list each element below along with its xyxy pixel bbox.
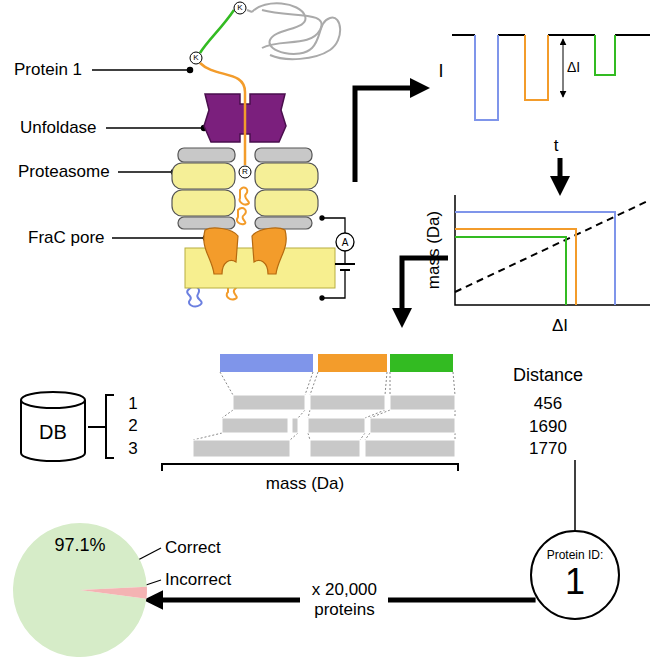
current-trace — [452, 35, 650, 120]
node-text: Protein ID: — [547, 549, 604, 562]
label: 3 — [128, 440, 137, 459]
label: ΔI — [567, 60, 580, 75]
database-cylinder: DB — [20, 392, 86, 462]
calibration-plot — [455, 195, 650, 305]
residue-markers — [190, 2, 251, 178]
orange-segment — [200, 63, 245, 165]
label: K — [193, 54, 198, 63]
cylinder-rim — [21, 400, 85, 408]
node-text: 97.1% — [54, 536, 105, 556]
label: Distance — [513, 366, 583, 386]
mass-bars — [162, 354, 458, 471]
pie-incorrect — [80, 587, 147, 599]
folded-chain — [247, 10, 252, 12]
label: 1770 — [529, 440, 567, 459]
label: 456 — [534, 395, 562, 414]
circle-outline — [531, 531, 619, 619]
node-text: DB — [39, 421, 67, 443]
peptide-fragment — [187, 287, 202, 307]
circuit — [320, 216, 355, 300]
node-text: 1 — [565, 562, 585, 602]
label: 1 — [128, 395, 137, 414]
pie-correct — [13, 523, 147, 657]
delta-arrow — [563, 39, 564, 97]
frac-pore — [204, 228, 238, 274]
label: Incorrect — [165, 571, 231, 590]
label: Correct — [165, 539, 221, 558]
folded-chain — [262, 10, 322, 48]
green-segment — [200, 10, 234, 53]
result-circle: Protein ID:1 — [530, 530, 620, 620]
label: A — [342, 237, 349, 248]
label: Protein 1 — [14, 61, 82, 80]
selection-line — [574, 460, 576, 530]
label: Unfoldase — [20, 119, 97, 138]
frac-pore — [252, 228, 286, 274]
folded-chain — [252, 3, 340, 59]
edge-label: x 20,000 proteins — [300, 578, 388, 621]
label: R — [242, 168, 248, 177]
label: FraC pore — [28, 229, 105, 248]
cylinder-body — [21, 392, 85, 461]
db-bracket — [88, 395, 114, 458]
label: ΔI — [552, 317, 568, 336]
label: Proteasome — [18, 163, 110, 182]
label: 2 — [128, 417, 137, 436]
label: K — [237, 4, 242, 13]
label: mass (Da) — [425, 211, 444, 289]
label: 1690 — [529, 418, 567, 437]
accuracy-pie: 97.1% — [12, 522, 148, 658]
label: I — [438, 62, 443, 82]
label: mass (Da) — [266, 475, 344, 494]
label: t — [554, 137, 559, 156]
flow-arrows — [355, 88, 560, 318]
